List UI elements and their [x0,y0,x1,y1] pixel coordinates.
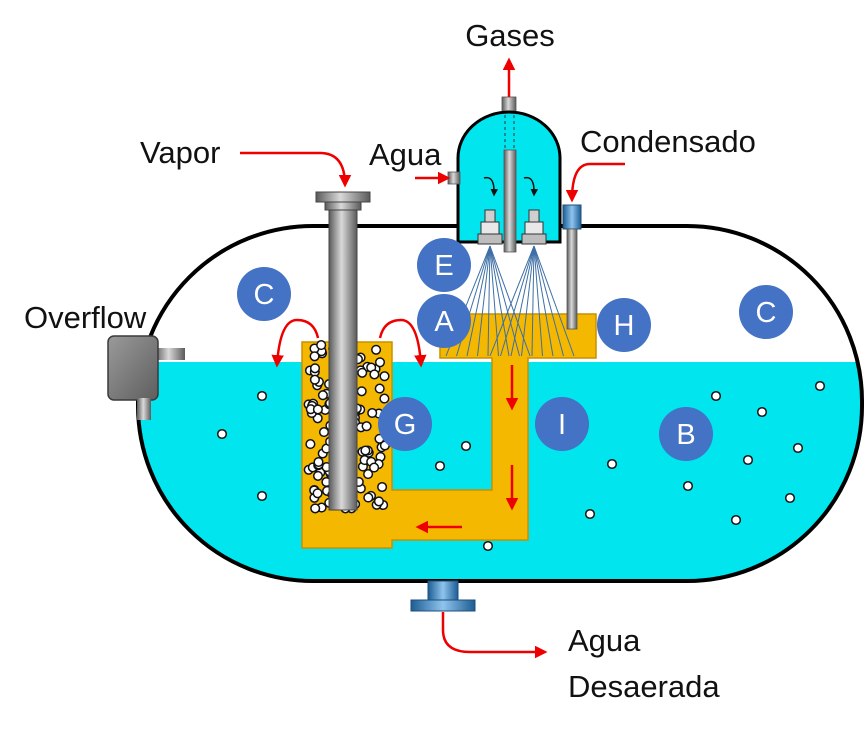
bubble [373,496,384,507]
bubble [356,386,367,397]
spray-line [510,245,535,357]
bubble [361,421,372,432]
bubble [312,404,323,415]
bubble [305,439,316,450]
label-agua: Agua [369,137,442,172]
bubble [606,458,618,470]
bubble [434,460,446,472]
bubble [742,454,754,466]
bubble [310,503,321,514]
label-vapor: Vapor [140,135,220,170]
bubble [312,488,323,499]
badge-b: B [659,407,713,461]
water-bubbles [216,380,826,552]
bubble [377,481,388,493]
spray-line [533,245,554,357]
badge-a: A [417,294,471,348]
svg-text:B: B [676,419,695,451]
bubble [216,428,228,440]
bubble [710,390,722,402]
bubble [756,406,768,418]
bubble [256,390,268,402]
badge-h: H [597,298,651,352]
badge-c-right: C [739,285,793,339]
bubble [369,369,380,380]
spray-nozzle-right [521,209,547,245]
bubble [379,371,390,382]
bubble [584,508,596,520]
spray-line [487,245,491,357]
svg-text:G: G [394,409,417,441]
svg-text:E: E [434,250,453,282]
svg-text:C: C [756,297,777,329]
bubble [792,442,804,454]
condensado-arrow [565,162,625,203]
bubble [682,480,694,492]
bubble [379,393,390,404]
spray-line [466,245,491,357]
bubble [360,445,371,456]
spray-line [533,245,564,357]
badge-i: I [535,397,589,451]
recirc-arrow-left [271,318,320,368]
outlet-arrow [441,612,548,659]
labels: Gases Vapor Agua Condensado Overflow Agu… [24,18,756,704]
badge-g: G [378,397,432,451]
spray-line [521,245,535,357]
vapor-arrow [240,151,352,188]
bubble [318,427,330,438]
spray-line [500,245,535,357]
bubble [482,540,494,552]
bubble [374,383,385,394]
bubble [317,390,328,401]
spray-line [533,245,575,357]
recirc-arrow-right [378,318,427,368]
overflow-box [107,335,185,420]
outlet-flange [410,580,476,612]
spray-line [489,245,535,357]
label-gases: Gases [465,18,555,53]
bubble [374,357,386,368]
svg-text:A: A [434,306,454,338]
flow-arrows [240,57,625,659]
bubble [316,340,327,351]
bubble [371,344,382,355]
badges: C E A H C G I B [237,238,793,461]
bubble [730,514,742,526]
spray-nozzle-left [477,209,503,245]
label-overflow: Overflow [24,300,147,335]
svg-text:H: H [614,310,635,342]
spray-pattern [445,245,575,357]
bubble [309,363,321,374]
bubble [363,492,374,503]
badge-c-left: C [237,267,291,321]
bubble [256,490,268,502]
spray-line [477,245,491,357]
bubble [814,380,826,392]
spray-line [531,245,535,357]
svg-text:C: C [254,279,275,311]
svg-text:I: I [558,409,566,441]
steam-pipe [315,191,371,511]
spray-line [533,245,543,357]
badge-e: E [417,238,471,292]
bubble [313,456,324,468]
label-agua-desaerada-2: Desaerada [568,669,720,704]
label-agua-desaerada-1: Agua [568,623,641,658]
bubble [369,462,380,473]
condensate-pipe [562,204,582,330]
label-condensado: Condensado [580,124,756,159]
bubble [357,367,368,378]
bubble [309,374,320,385]
bubble [363,469,374,480]
bubble [312,470,324,481]
bubble [784,492,796,504]
bubble [460,440,472,452]
bubble [367,407,378,419]
bubble [309,351,320,362]
